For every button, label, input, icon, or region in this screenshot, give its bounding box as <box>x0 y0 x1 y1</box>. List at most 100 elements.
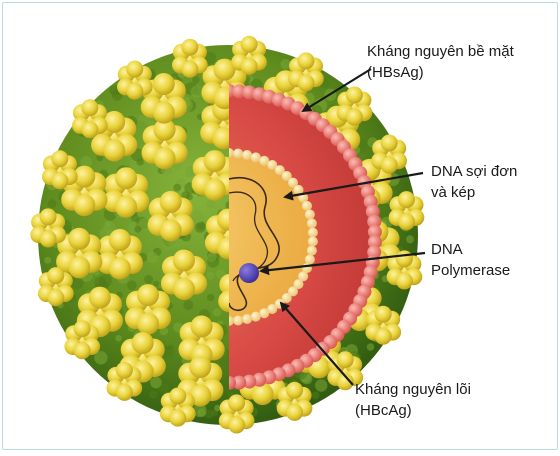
surface-protein-bump <box>388 191 425 231</box>
bump-lobe <box>47 267 65 285</box>
bump-lobe <box>81 99 99 117</box>
bump-lobe <box>103 110 126 133</box>
bump-lobe <box>203 150 226 173</box>
envelope-nub <box>63 224 72 233</box>
capsid-bead <box>304 209 315 220</box>
surface-protein-bump <box>172 38 208 78</box>
envelope-nub <box>146 251 159 264</box>
envelope-nub <box>104 345 112 354</box>
bump-lobe <box>115 195 138 218</box>
envelope-nub <box>64 307 73 315</box>
bump-lobe <box>152 101 175 124</box>
surface-protein-bump <box>61 165 108 217</box>
capsid-bead <box>306 245 317 256</box>
bump-lobe <box>251 383 274 406</box>
dna-label-line1: DNA sợi đơn <box>431 163 518 180</box>
envelope-nub <box>149 390 158 399</box>
capsid-bead <box>307 227 318 238</box>
envelope-nub <box>47 199 57 209</box>
bump-lobe <box>103 139 126 162</box>
envelope-nub <box>207 293 215 302</box>
capsid-bead <box>242 150 253 160</box>
bump-lobe <box>336 351 354 369</box>
bump-lobe <box>169 409 187 427</box>
capsid-bead <box>233 315 244 326</box>
bump-lobe <box>398 191 415 209</box>
capsid-bead <box>267 160 278 170</box>
bump-lobe <box>345 108 363 126</box>
bump-lobe <box>81 121 99 139</box>
bump-lobe <box>126 60 144 78</box>
surface-protein-bump <box>119 332 166 383</box>
surface-protein-bump <box>218 394 255 434</box>
bump-lobe <box>297 74 315 92</box>
bump-lobe <box>68 227 91 250</box>
polymerase-label-line2: Polymerase <box>431 262 511 279</box>
capsid-bead <box>233 148 244 159</box>
envelope-nub <box>366 343 375 351</box>
envelope-nub <box>80 156 92 169</box>
bump-lobe <box>203 178 226 201</box>
bump-lobe <box>159 219 182 242</box>
capsid-bead <box>307 236 318 247</box>
envelope-nub <box>207 252 217 263</box>
envelope-nub <box>214 404 221 412</box>
envelope-nub <box>192 76 200 84</box>
bump-lobe <box>173 278 195 300</box>
bump-lobe <box>126 82 144 100</box>
bump-lobe <box>153 118 176 141</box>
surface-antigen-pointer <box>301 68 372 113</box>
envelope-nub <box>358 144 367 153</box>
bump-lobe <box>286 381 304 399</box>
surface-protein-bump <box>106 361 143 401</box>
dna-polymerase-molecule <box>239 263 259 283</box>
bump-lobe <box>240 35 258 53</box>
bump-lobe <box>137 312 159 335</box>
capsid-bead <box>281 171 292 181</box>
envelope-nub <box>190 85 203 99</box>
surface-protein-bump <box>276 381 313 421</box>
dna-pointer <box>283 171 424 201</box>
bump-lobe <box>115 361 133 379</box>
envelope-nub <box>96 154 104 162</box>
envelope-nub <box>109 85 120 96</box>
envelope-nub <box>311 391 320 400</box>
bump-lobe <box>213 58 236 81</box>
bump-lobe <box>152 73 175 95</box>
bump-lobe <box>228 394 246 412</box>
envelope-nub <box>406 235 414 244</box>
envelope-bead <box>242 374 257 389</box>
capsid-bead <box>229 148 234 158</box>
bump-lobe <box>395 272 413 290</box>
envelope-bead <box>367 224 382 239</box>
bump-lobe <box>68 256 91 279</box>
hbv-virus-illustration <box>30 35 426 434</box>
surface-antigen-label-line1: Kháng nguyên bề mặt <box>367 43 514 60</box>
capsid-bead <box>288 286 298 297</box>
capsid-bead <box>229 316 234 326</box>
envelope-bead <box>232 84 247 99</box>
bump-lobe <box>88 286 111 309</box>
capsid-bead <box>293 184 304 195</box>
bump-lobe <box>228 416 246 434</box>
envelope-bead <box>229 376 236 390</box>
envelope-nub <box>159 383 170 394</box>
envelope-nub <box>153 280 160 287</box>
polymerase-label-line1: DNA <box>431 241 463 258</box>
surface-protein-bump <box>91 110 138 162</box>
bump-lobe <box>181 60 199 78</box>
capsid-bead <box>250 152 261 163</box>
bump-lobe <box>39 208 57 226</box>
envelope-nub <box>104 220 111 227</box>
bump-lobe <box>137 284 159 307</box>
envelope-nub <box>138 114 145 122</box>
surface-protein-bump <box>288 52 324 92</box>
capsid-bead <box>274 165 285 176</box>
surface-protein-bump <box>103 167 150 218</box>
bump-lobe <box>169 387 187 405</box>
surface-protein-bump <box>124 284 172 335</box>
envelope-nub <box>150 376 162 389</box>
envelope-nub <box>134 225 142 233</box>
bump-lobe <box>159 190 182 213</box>
envelope-nub <box>173 183 182 192</box>
